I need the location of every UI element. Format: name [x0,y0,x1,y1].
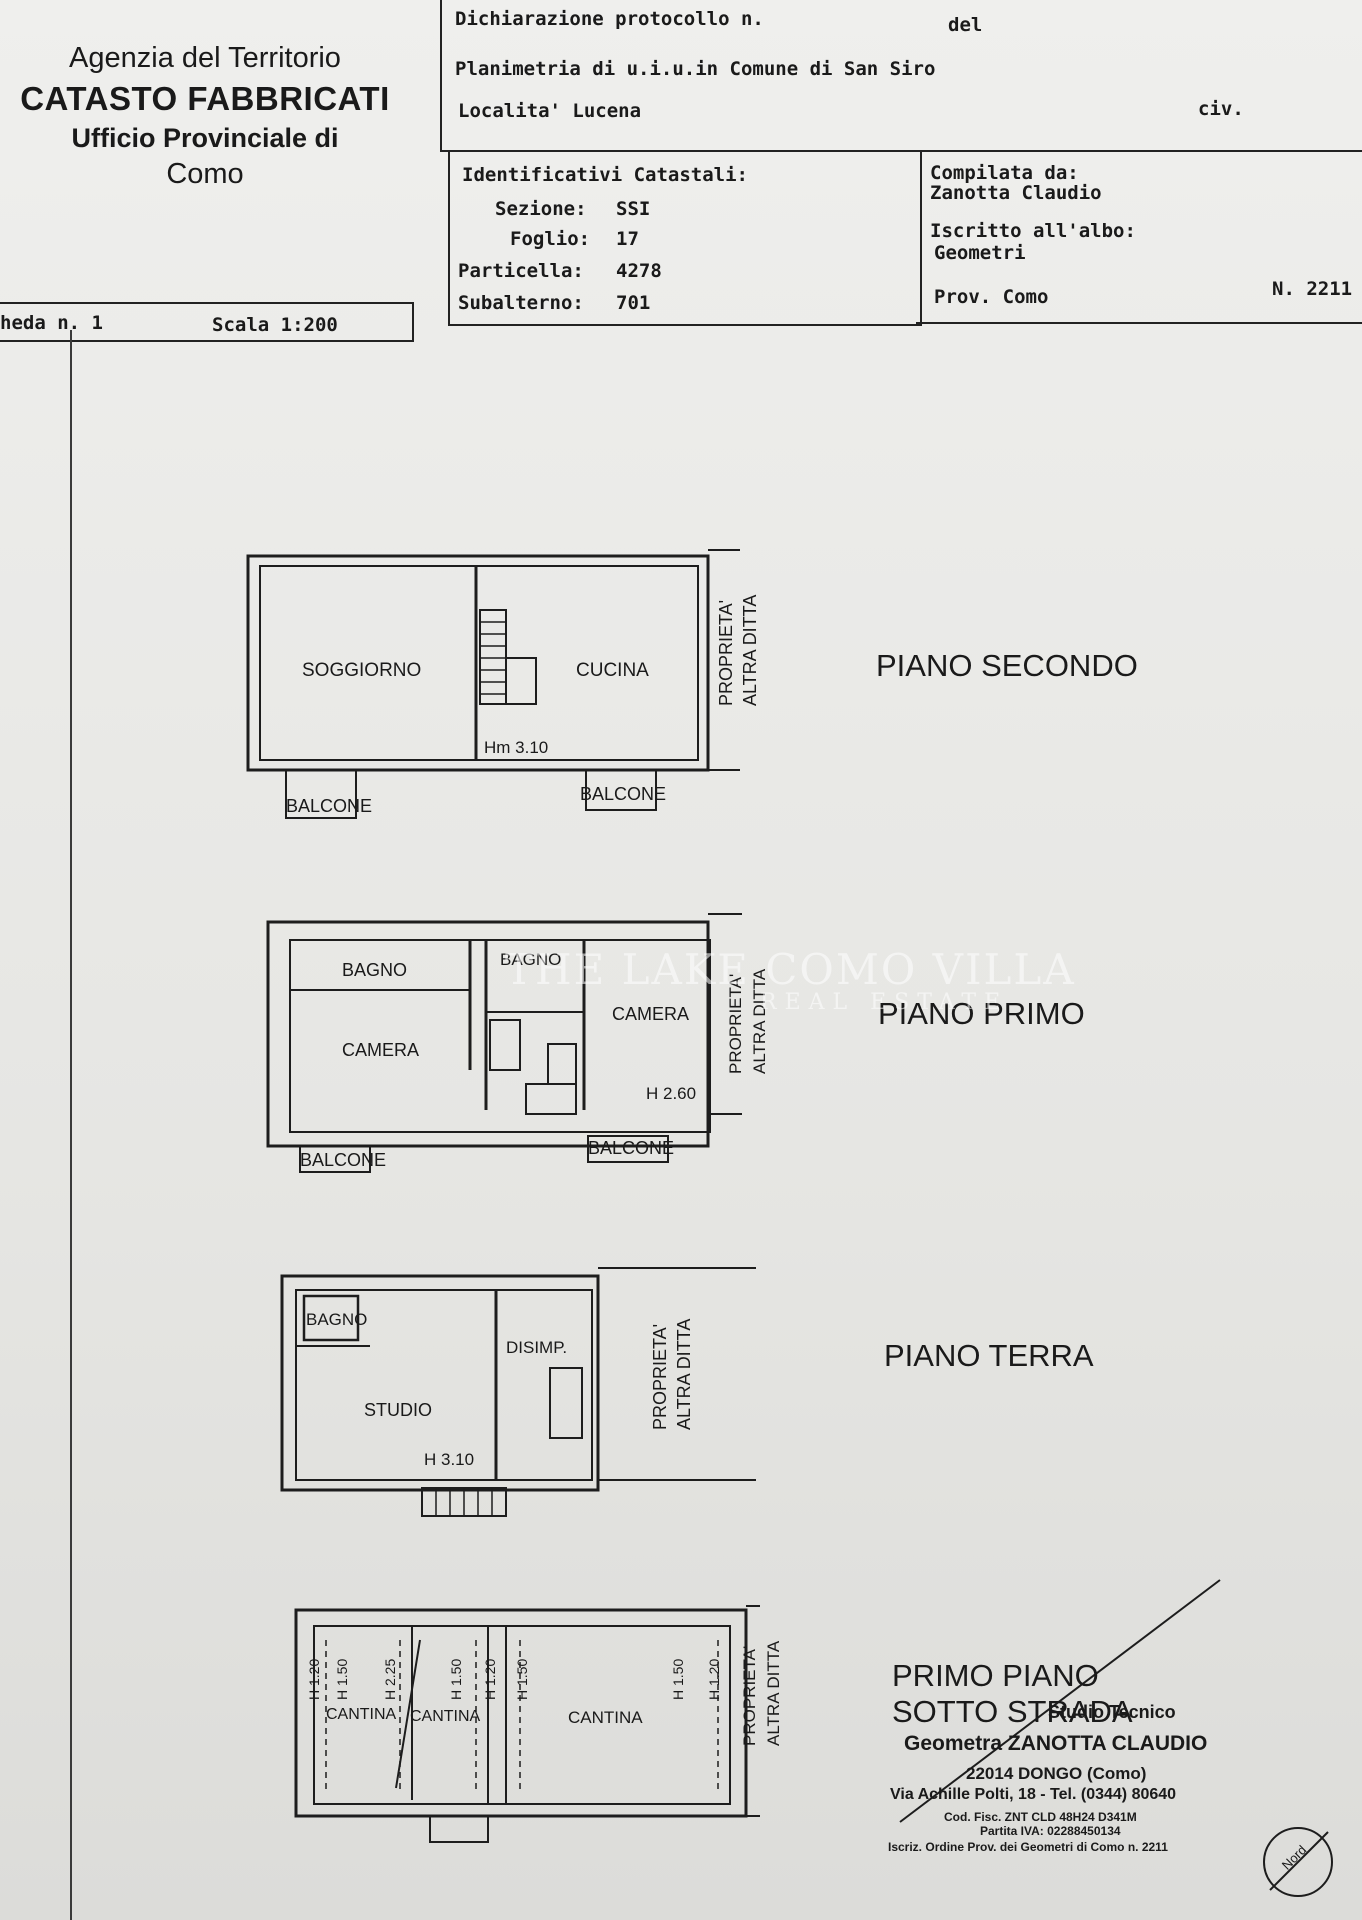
title-sotto-strada-1: PRIMO PIANO [892,1658,1099,1693]
albo-label: Iscritto all'albo: [930,220,1136,242]
subalterno-value: 701 [616,292,651,314]
albo-value: Geometri [934,242,1026,264]
balcone-secondo-left: BALCONE [286,796,373,816]
watermark-sub: REAL ESTATE [760,990,1009,1015]
foglio-value: 17 [616,228,639,250]
agency-line1: Agenzia del Territorio [69,42,341,74]
planimetria-label: Planimetria di u.i.u.in Comune di San Si… [455,58,936,80]
balcone-secondo-right: BALCONE [580,784,667,804]
dichiarazione-label: Dichiarazione protocollo n. [455,8,764,30]
room-cucina: CUCINA [576,660,649,681]
side-sotto-2: ALTRA DITTA [764,1640,783,1746]
room-cantina-1: CANTINA [326,1706,397,1723]
sezione-label: Sezione: [495,198,587,220]
identificativi-title: Identificativi Catastali: [462,164,748,186]
height-sotto-7: H 1.50 [670,1658,686,1700]
plan-piano-terra [280,1267,756,1517]
compilata-label: Compilata da: [930,162,1079,184]
height-sotto-3: H 2.25 [382,1658,398,1700]
cadastral-id-box [448,152,922,326]
room-cantina-3: CANTINA [568,1708,643,1727]
room-camera-2: CAMERA [612,1004,690,1024]
room-disimp: DISIMP. [506,1338,568,1357]
agency-line2: CATASTO FABBRICATI [20,79,390,117]
stamp-line6: Partita IVA: 02288450134 [980,1824,1121,1838]
plan-piano-primo [266,913,742,1173]
side-secondo-2: ALTRA DITTA [740,594,760,706]
localita-label: Localita' Lucena [458,100,642,122]
room-soggiorno: SOGGIORNO [302,660,422,681]
stamp-line5: Cod. Fisc. ZNT CLD 48H24 D341M [944,1810,1137,1824]
agency-line4: Como [166,157,244,190]
height-sotto-4: H 1.50 [448,1658,464,1700]
foglio-label: Foglio: [510,228,591,250]
particella-value: 4278 [616,260,662,282]
del-label: del [948,14,983,36]
height-sotto-5: H 1.20 [482,1658,498,1700]
declaration-box [440,0,1362,152]
albo-number: N. 2211 [1272,278,1353,300]
balcone-primo-right: BALCONE [588,1138,675,1158]
civ-label: civ. [1198,98,1244,120]
stamp-line4: Via Achille Polti, 18 - Tel. (0344) 8064… [890,1786,1177,1803]
height-sotto-6: H 1.50 [514,1658,530,1700]
room-bagno-1: BAGNO [342,960,408,980]
stamp-line1: Studio Tecnico [1048,1702,1176,1722]
stamp-line3: 22014 DONGO (Como) [966,1764,1147,1783]
room-bagno-terra: BAGNO [306,1310,368,1329]
scheda-number: heda n. 1 [0,312,103,334]
height-sotto-2: H 1.50 [334,1658,350,1700]
height-terra: H 3.10 [424,1450,475,1469]
side-sotto-1: PROPRIETA' [740,1645,759,1746]
stamp-line7: Iscriz. Ordine Prov. dei Geometri di Com… [888,1840,1168,1854]
plan-sotto-strada [294,1605,760,1843]
agency-line3: Ufficio Provinciale di [71,122,339,153]
prov-label: Prov. Como [934,286,1049,308]
north-arrow-circle [1263,1827,1333,1897]
watermark-name: THE LAKE COMO VILLA [505,945,1076,994]
room-cantina-2: CANTINA [410,1708,481,1725]
subalterno-label: Subalterno: [458,292,584,314]
sezione-value: SSI [616,198,651,220]
side-terra-2: ALTRA DITTA [674,1318,694,1430]
title-sotto-strada-2: SOTTO STRADA [892,1694,1133,1729]
height-sotto-8: H 1.20 [706,1658,722,1700]
scale-label: Scala 1:200 [212,314,338,336]
paper-fold-line [70,330,72,1920]
room-studio: STUDIO [364,1400,433,1420]
room-camera-1: CAMERA [342,1040,420,1060]
room-bagno-2: BAGNO [500,950,562,969]
particella-label: Particella: [458,260,584,282]
balcone-primo-left: BALCONE [300,1150,387,1170]
title-piano-terra: PIANO TERRA [884,1338,1094,1373]
height-secondo: Hm 3.10 [484,738,549,757]
title-piano-secondo: PIANO SECONDO [876,648,1138,683]
scheda-box [0,302,414,342]
compiler-box [916,152,1362,324]
plan-piano-secondo [246,549,740,819]
compilata-name: Zanotta Claudio [930,182,1102,204]
agency-heading: Agenzia del Territorio CATASTO FABBRICAT… [0,40,410,193]
title-piano-primo: PIANO PRIMO [878,996,1085,1031]
stamp-line2: Geometra ZANOTTA CLAUDIO [904,1732,1208,1755]
height-sotto-1: H 1.20 [306,1658,322,1700]
height-primo: H 2.60 [646,1084,697,1103]
side-terra-1: PROPRIETA' [650,1323,670,1430]
side-secondo-1: PROPRIETA' [716,599,736,706]
